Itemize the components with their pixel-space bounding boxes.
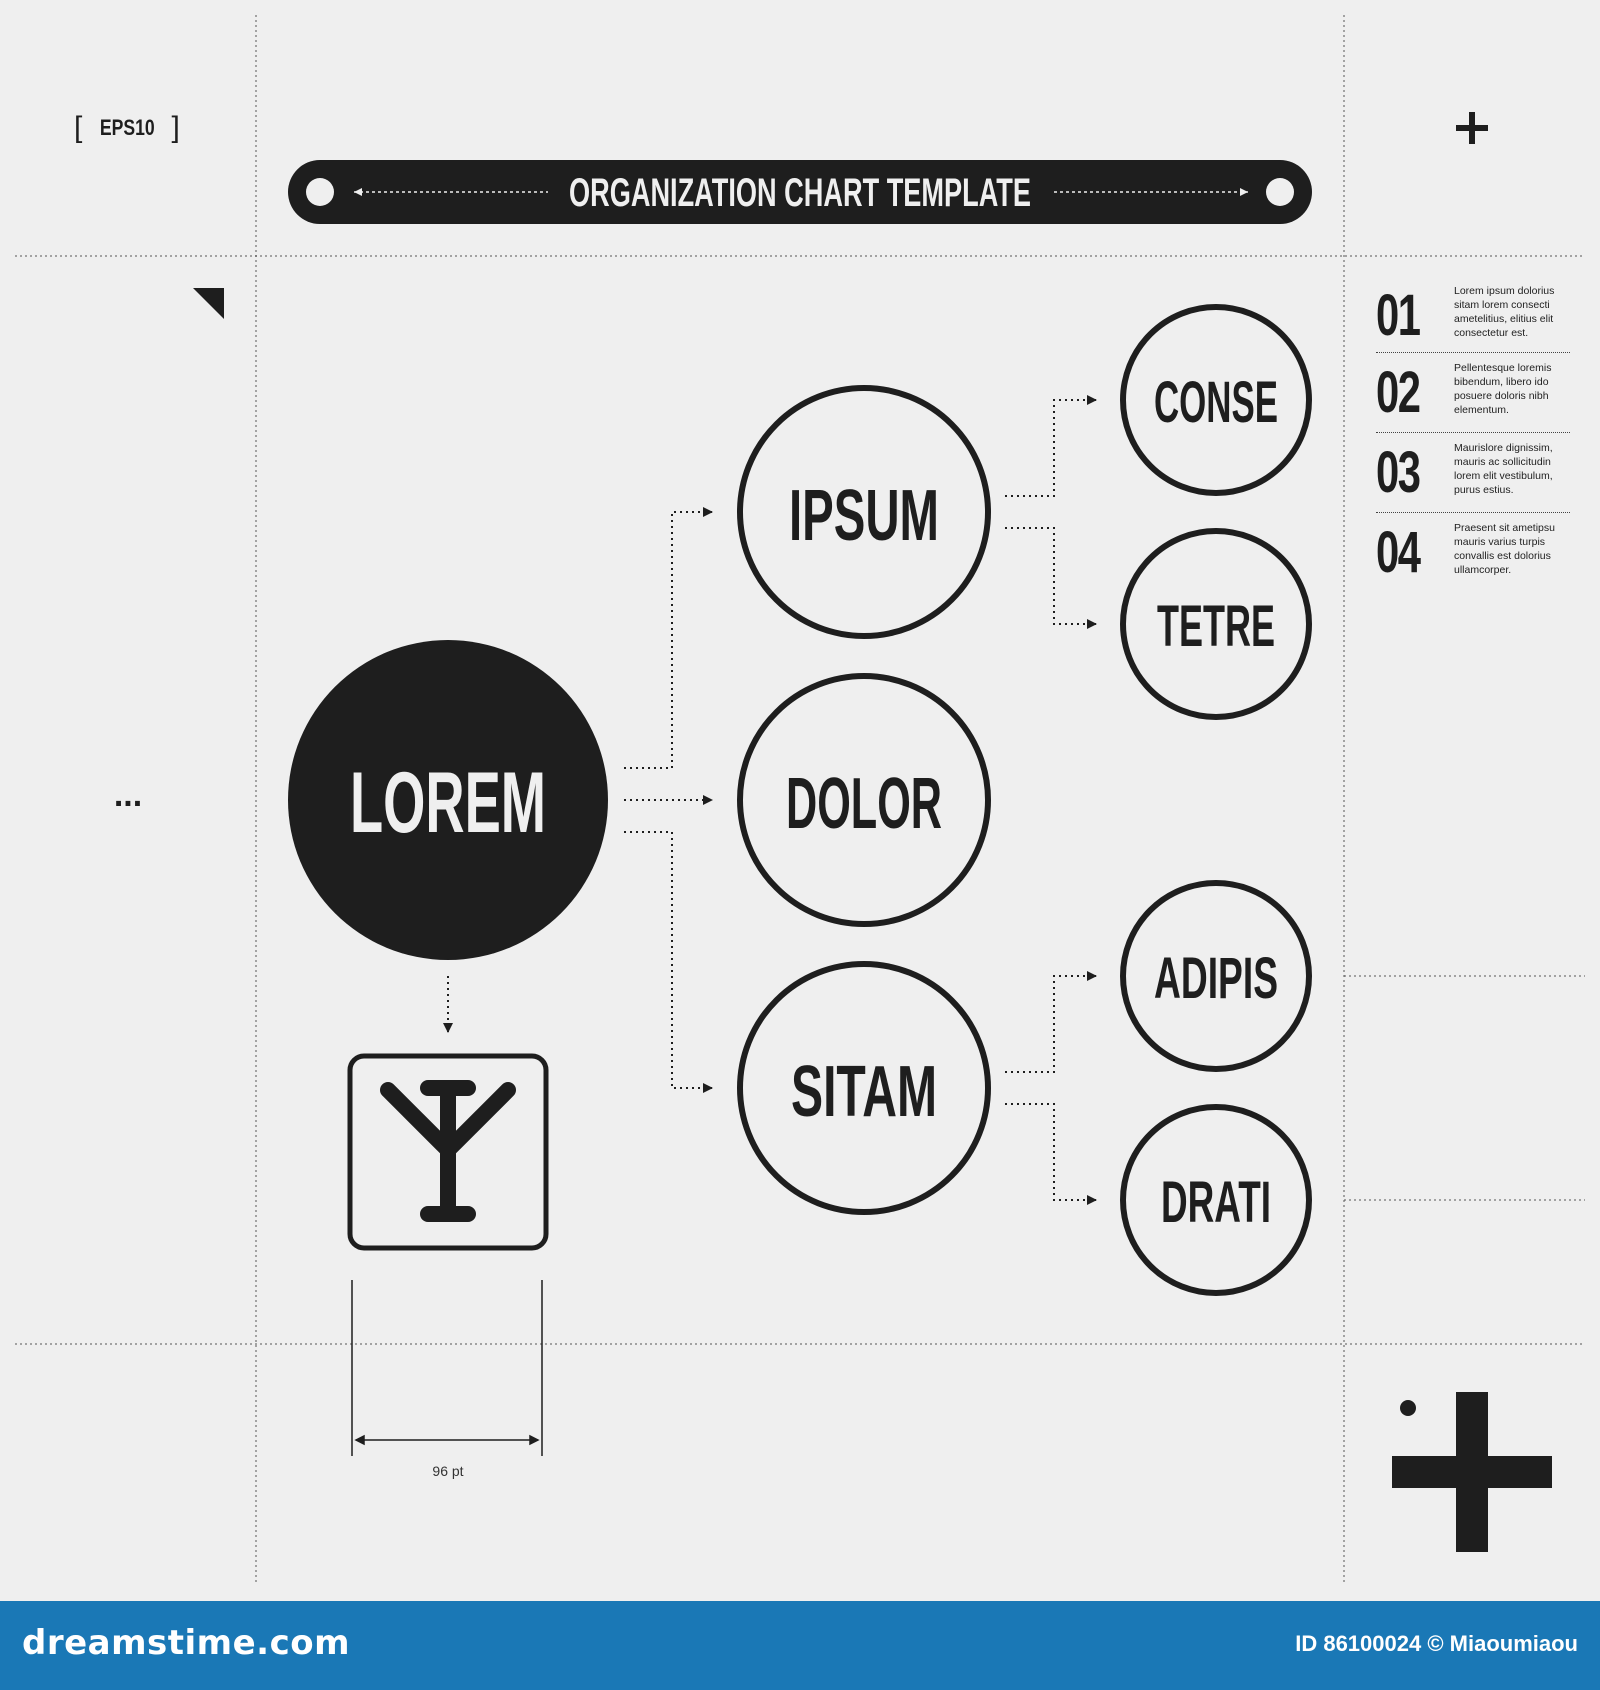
- drati-label: DRATI: [1161, 1170, 1271, 1235]
- legend-text: Pellentesque loremis bibendum, libero id…: [1454, 362, 1552, 416]
- legend-text: Maurislore dignissim, mauris ac sollicit…: [1454, 442, 1553, 496]
- corner-triangle-icon: [193, 288, 224, 319]
- badge-text: EPS10: [99, 115, 155, 140]
- plus-icon: [1456, 112, 1488, 144]
- conse-label: CONSE: [1154, 370, 1278, 435]
- node-adipis: [1120, 880, 1312, 1072]
- badge-close: ]: [171, 111, 180, 144]
- eps-badge: [ EPS10 ]: [74, 108, 180, 148]
- node-root: [288, 640, 608, 960]
- legend-item: 02 Pellentesque loremis bibendum, libero…: [1376, 352, 1570, 427]
- node-tetre: [1120, 528, 1312, 720]
- header-bar: [288, 160, 1312, 224]
- dolor-label: DOLOR: [786, 764, 942, 844]
- legend-item: 03 Maurislore dignissim, mauris ac solli…: [1376, 432, 1570, 507]
- adipis-label: ADIPIS: [1154, 946, 1278, 1011]
- footer-bar: dreamstime.com ID 86100024 © Miaoumiaou: [0, 1601, 1600, 1690]
- trident-y-icon: [347, 1053, 549, 1251]
- node-dolor: [737, 673, 991, 927]
- header-title: ORGANIZATION CHART TEMPLATE: [569, 171, 1031, 215]
- badge-open: [: [74, 111, 83, 144]
- big-plus-icon: [1392, 1392, 1552, 1552]
- footer-credit: ID 86100024 © Miaoumiaou: [1295, 1631, 1578, 1656]
- node-sitam: [737, 961, 991, 1215]
- legend-number: 03: [1376, 440, 1421, 505]
- ipsum-label: IPSUM: [789, 476, 939, 556]
- connectors: [443, 395, 1097, 1205]
- legend-number: 01: [1376, 283, 1421, 348]
- legend-item: 01 Lorem ipsum dolorius sitam lorem cons…: [1376, 276, 1570, 350]
- ellipsis: ...: [114, 776, 142, 814]
- node-drati: [1120, 1104, 1312, 1296]
- legend-item: 04 Praesent sit ametipsu mauris varius t…: [1376, 512, 1570, 587]
- legend-number: 04: [1376, 520, 1421, 585]
- node-ipsum: [737, 385, 991, 639]
- legend-number: 02: [1376, 360, 1421, 425]
- tetre-label: TETRE: [1157, 594, 1275, 659]
- legend-text: Lorem ipsum dolorius sitam lorem consect…: [1454, 285, 1555, 339]
- footer-brand[interactable]: dreamstime.com: [22, 1623, 351, 1663]
- dimension-marker: [351, 1280, 543, 1456]
- dimension-label: 96 pt: [432, 1463, 463, 1479]
- legend-text: Praesent sit ametipsu mauris varius turp…: [1454, 522, 1555, 576]
- guide-lines: [15, 15, 1585, 1585]
- node-conse: [1120, 304, 1312, 496]
- sitam-label: SITAM: [791, 1052, 937, 1132]
- root-label: LOREM: [350, 755, 546, 851]
